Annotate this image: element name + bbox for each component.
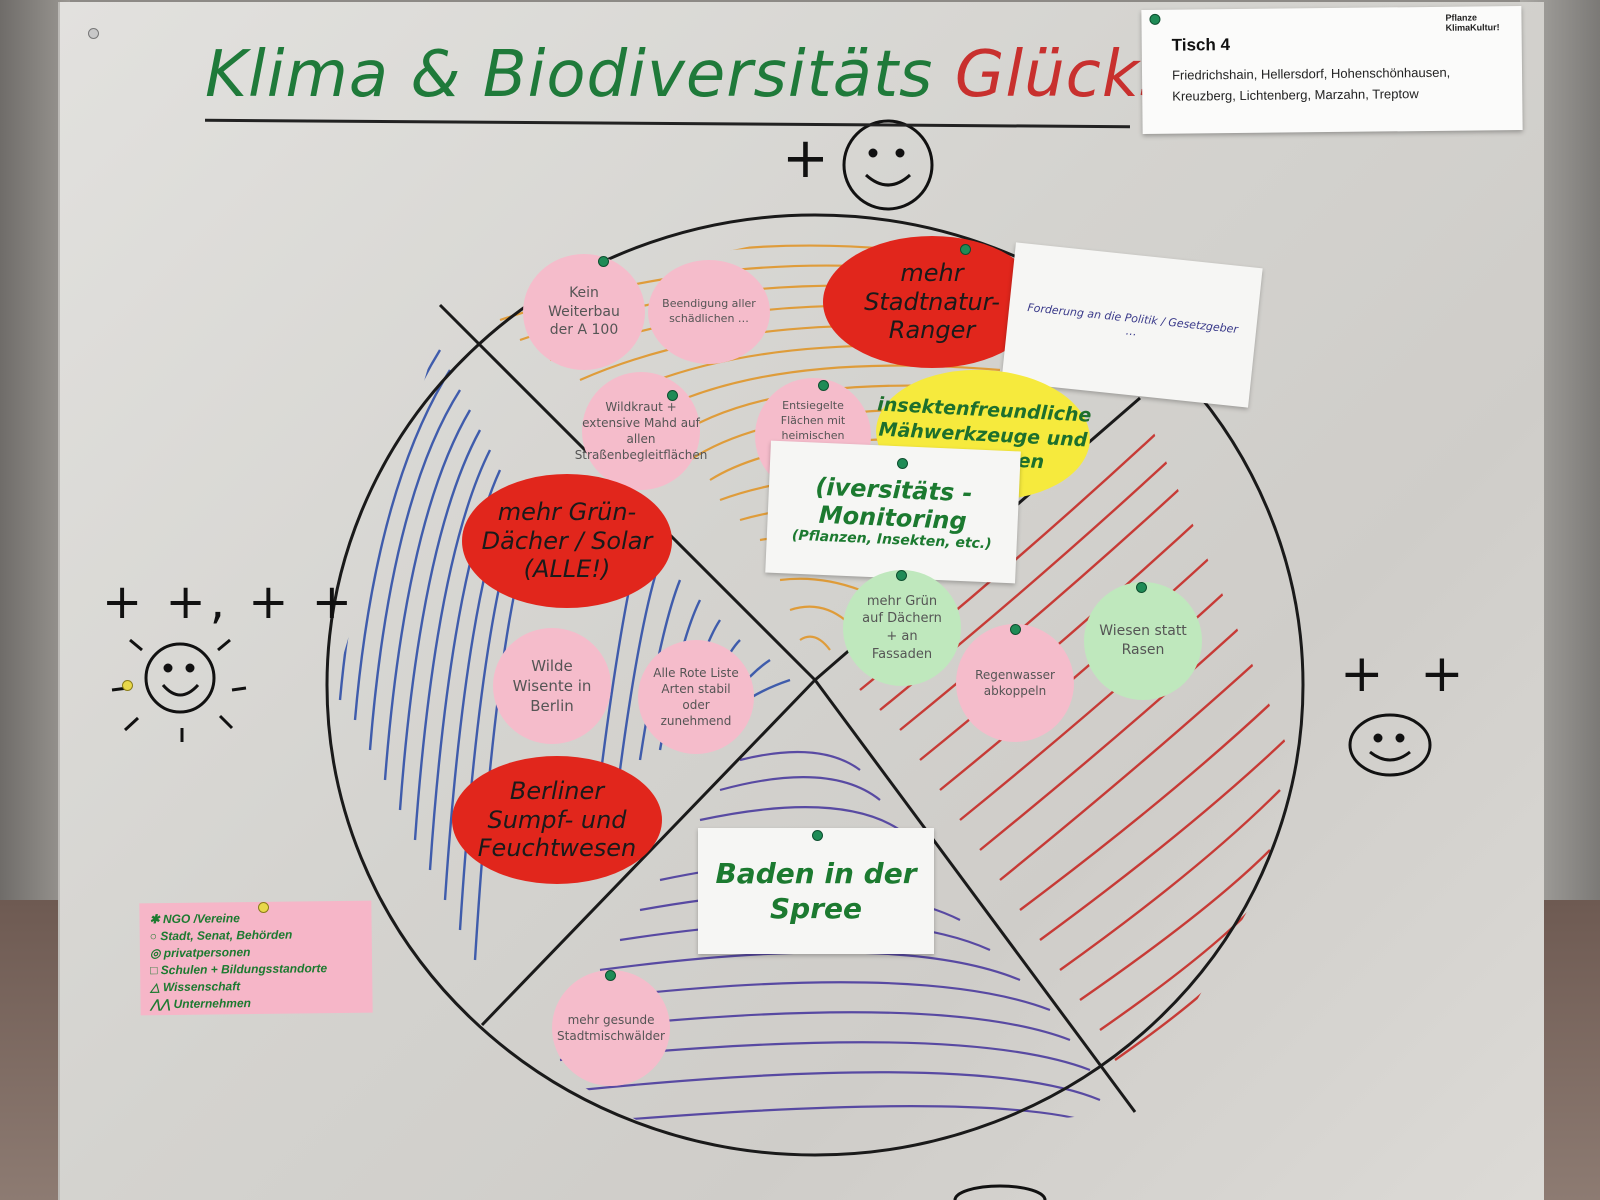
note-rote-liste-text: Alle Rote Liste Arten stabil oder zunehm… xyxy=(653,665,739,729)
pin-icon xyxy=(960,244,971,255)
title-green: Klima & Biodiversitäts xyxy=(205,38,955,112)
note-wildkraut-text: Wildkraut + extensive Mahd auf allen Str… xyxy=(574,399,708,463)
note-beendigung: Beendigung aller schädlichen … xyxy=(648,260,770,364)
note-kein-a100: Kein Weiterbau der A 100 xyxy=(523,254,645,370)
note-mehr-gruen-text: mehr Grün auf Dächern + an Fassaden xyxy=(862,593,942,662)
right-plus: + + xyxy=(1340,644,1474,704)
pin-icon xyxy=(258,902,269,913)
pin-icon xyxy=(818,380,829,391)
left-plus: + +, + + xyxy=(102,574,356,630)
note-baden-spree-text: Baden in der Spree xyxy=(715,857,917,925)
note-mischwaelder-text: mehr gesunde Stadtmischwälder xyxy=(557,1012,665,1043)
pin-icon xyxy=(897,458,908,469)
table-label-districts: Friedrichshain, Hellersdorf, Hohenschönh… xyxy=(1171,64,1451,104)
actor-legend: ✱ NGO /Vereine ○ Stadt, Senat, Behörden … xyxy=(139,900,373,1016)
note-gruendaecher-text: mehr Grün-Dächer / Solar (ALLE!) xyxy=(481,497,653,584)
note-mehr-gruen: mehr Grün auf Dächern + an Fassaden xyxy=(843,570,961,686)
poster-title: Klima & Biodiversitäts Glücksra xyxy=(205,38,1242,112)
note-gruendaecher: mehr Grün-Dächer / Solar (ALLE!) xyxy=(462,474,672,608)
pin-icon xyxy=(605,970,616,981)
note-wiesen: Wiesen statt Rasen xyxy=(1084,582,1202,700)
pin-icon xyxy=(122,680,133,691)
note-beendigung-text: Beendigung aller schädlichen … xyxy=(662,297,756,325)
pin-icon xyxy=(88,28,99,39)
note-stadtnatur-ranger: mehr Stadtnatur-Ranger xyxy=(823,236,1041,368)
pin-icon xyxy=(812,830,823,841)
pin-icon xyxy=(1149,13,1161,25)
note-regenwasser: Regenwasser abkoppeln xyxy=(956,624,1074,742)
note-wisente: Wilde Wisente in Berlin xyxy=(493,628,611,744)
note-regenwasser-text: Regenwasser abkoppeln xyxy=(975,667,1055,698)
pin-icon xyxy=(667,390,678,401)
note-stadtnatur-ranger-text: mehr Stadtnatur-Ranger xyxy=(864,258,1000,345)
note-wiesen-text: Wiesen statt Rasen xyxy=(1099,623,1187,658)
legend-item-unternehmen: ⋀⋀ Unternehmen xyxy=(150,996,252,1012)
note-baden-spree: Baden in der Spree xyxy=(698,828,934,954)
pin-icon xyxy=(896,570,907,581)
note-sumpf: Berliner Sumpf- und Feuchtwesen xyxy=(452,756,662,884)
note-wildkraut: Wildkraut + extensive Mahd auf allen Str… xyxy=(575,372,707,490)
note-kein-a100-text: Kein Weiterbau der A 100 xyxy=(548,284,620,339)
note-biodiversitaets-monitoring: (iversitäts - Monitoring (Pflanzen, Inse… xyxy=(765,440,1021,584)
note-rote-liste: Alle Rote Liste Arten stabil oder zunehm… xyxy=(638,640,754,754)
top-plus: + xyxy=(782,126,829,191)
note-politik-text: Forderung an die Politik / Gesetzgeber … xyxy=(1026,301,1239,339)
pin-icon xyxy=(1010,624,1021,635)
note-sumpf-text: Berliner Sumpf- und Feuchtwesen xyxy=(477,776,637,863)
note-mischwaelder: mehr gesunde Stadtmischwälder xyxy=(552,970,670,1086)
table-label-title: Tisch 4 xyxy=(1171,35,1231,55)
pin-icon xyxy=(598,256,609,267)
pflanze-klimakultur-logo: Pflanze KlimaKultur! xyxy=(1445,12,1500,33)
pin-icon xyxy=(1136,582,1147,593)
table-label-card: Tisch 4 Friedrichshain, Hellersdorf, Hoh… xyxy=(1141,6,1523,134)
note-wisente-text: Wilde Wisente in Berlin xyxy=(512,656,592,716)
